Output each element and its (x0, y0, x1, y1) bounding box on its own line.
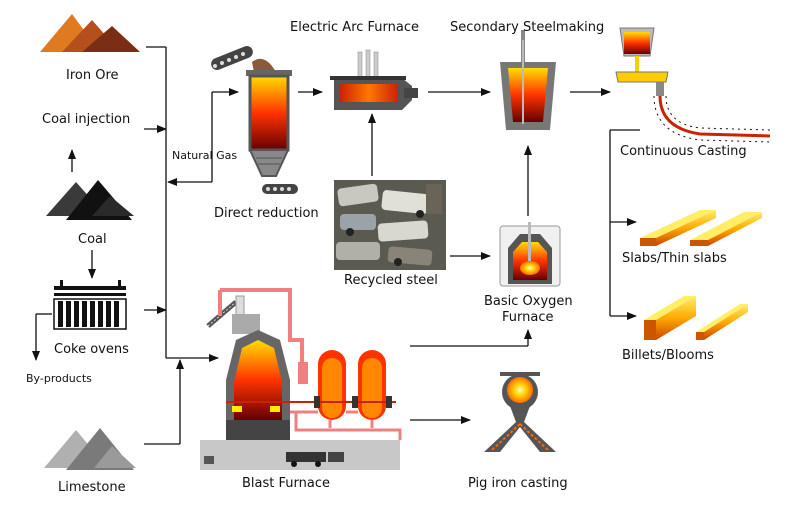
coal-pile-icon (46, 180, 134, 220)
blast-furnace-label: Blast Furnace (242, 476, 330, 491)
direct-reduction-label: Direct reduction (214, 206, 319, 221)
slabs-icon (640, 210, 762, 246)
natural-gas-label: Natural Gas (172, 149, 238, 162)
secondary-steelmaking-ladle-icon (500, 30, 556, 130)
raw-materials-connectors (32, 46, 239, 445)
slabs-label: Slabs/Thin slabs (622, 251, 727, 266)
coke-ovens-label: Coke ovens (54, 342, 129, 357)
blast-furnace-icon (200, 288, 402, 470)
limestone-pile-icon (44, 428, 136, 470)
pig-iron-casting-label: Pig iron casting (468, 476, 568, 491)
iron-ore-pile-icon (40, 14, 140, 52)
basic-oxygen-furnace-icon (499, 222, 561, 287)
coke-ovens-icon (53, 280, 127, 330)
billets-icon (644, 296, 748, 340)
basic-oxygen-furnace-label-line2: Furnace (502, 310, 554, 325)
pig-iron-casting-icon (484, 372, 556, 452)
continuous-casting-label: Continuous Casting (620, 144, 747, 159)
blast-furnace-output-connectors (410, 329, 532, 424)
limestone-label: Limestone (58, 480, 126, 495)
by-products-label: By-products (26, 372, 92, 385)
billets-label: Billets/Blooms (622, 348, 714, 363)
basic-oxygen-furnace-label-line1: Basic Oxygen (484, 294, 573, 309)
electric-arc-furnace-icon (330, 49, 418, 110)
secondary-steelmaking-label: Secondary Steelmaking (450, 20, 605, 35)
recycled-steel-scrap-image (334, 180, 446, 270)
iron-ore-label: Iron Ore (66, 68, 119, 83)
coal-label: Coal (78, 232, 107, 247)
coal-injection-label: Coal injection (42, 112, 131, 127)
casting-output-connectors (609, 129, 640, 320)
direct-reduction-furnace-icon (211, 46, 298, 194)
recycled-steel-label: Recycled steel (344, 273, 438, 288)
electric-arc-furnace-label: Electric Arc Furnace (290, 20, 420, 35)
continuous-casting-icon (615, 27, 771, 143)
